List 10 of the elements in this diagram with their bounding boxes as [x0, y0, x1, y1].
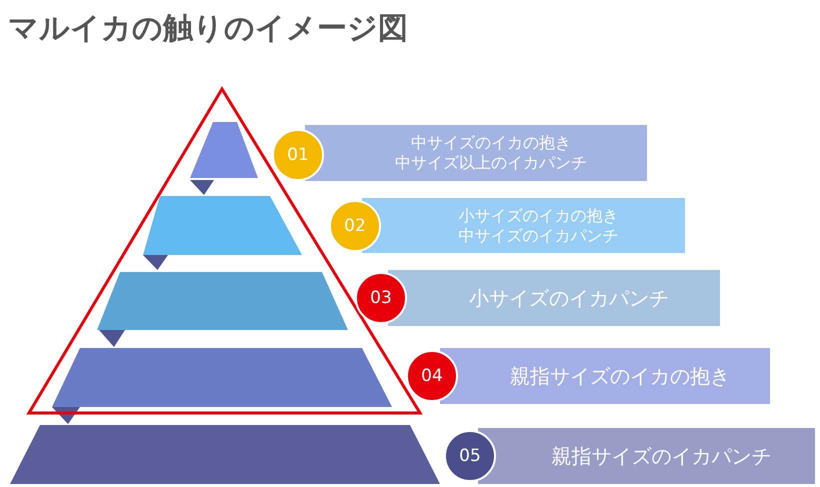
label-bar: 中サイズのイカの抱き 中サイズ以上のイカパンチ: [305, 125, 647, 181]
number-circle: 02: [329, 200, 381, 252]
title: マルイカの触りのイメージ図: [8, 10, 408, 48]
pyramid-layer: [143, 196, 302, 255]
number-circle: 05: [444, 430, 496, 482]
pyramid-layer: [52, 348, 392, 407]
pyramid-layer: [10, 425, 440, 484]
pyramid-layer: [97, 272, 348, 330]
label-bar: 親指サイズのイカパンチ: [478, 428, 815, 484]
pyramid-layer: [190, 122, 258, 178]
